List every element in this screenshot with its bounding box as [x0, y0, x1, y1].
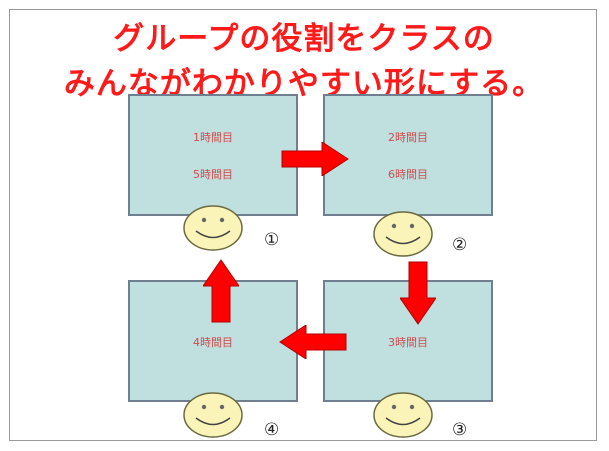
arrow-up-icon — [203, 259, 239, 323]
smiley-face-icon — [373, 392, 433, 438]
arrow-right-icon — [281, 142, 349, 176]
panel-1-number: ① — [264, 230, 280, 250]
slide: グループの役割をクラスの みんながわかりやすい形にする。 1時間目 5時間目 2… — [9, 9, 597, 441]
panel-1: 1時間目 5時間目 — [128, 94, 298, 216]
panel-4-label-1: 4時間目 — [193, 336, 233, 349]
arrow-down-icon — [400, 261, 436, 325]
slide-title-line-2: みんながわかりやすい形にする。 — [63, 66, 545, 102]
panel-2-label-1: 2時間目 — [388, 131, 428, 144]
smiley-face-icon — [183, 392, 243, 438]
panel-1-label-2: 5時間目 — [193, 168, 233, 181]
panel-3-label-1: 3時間目 — [388, 336, 428, 349]
slide-title-line-1: グループの役割をクラスの — [113, 21, 495, 57]
arrow-left-icon — [279, 325, 347, 359]
smiley-face-icon — [373, 211, 433, 257]
panel-2-number: ② — [452, 235, 468, 255]
panel-2: 2時間目 6時間目 — [323, 94, 493, 216]
panel-2-label-2: 6時間目 — [388, 168, 428, 181]
smiley-face-icon — [183, 205, 243, 251]
panel-1-label-1: 1時間目 — [193, 131, 233, 144]
panel-3-number: ③ — [452, 420, 468, 440]
panel-4-number: ④ — [264, 420, 280, 440]
